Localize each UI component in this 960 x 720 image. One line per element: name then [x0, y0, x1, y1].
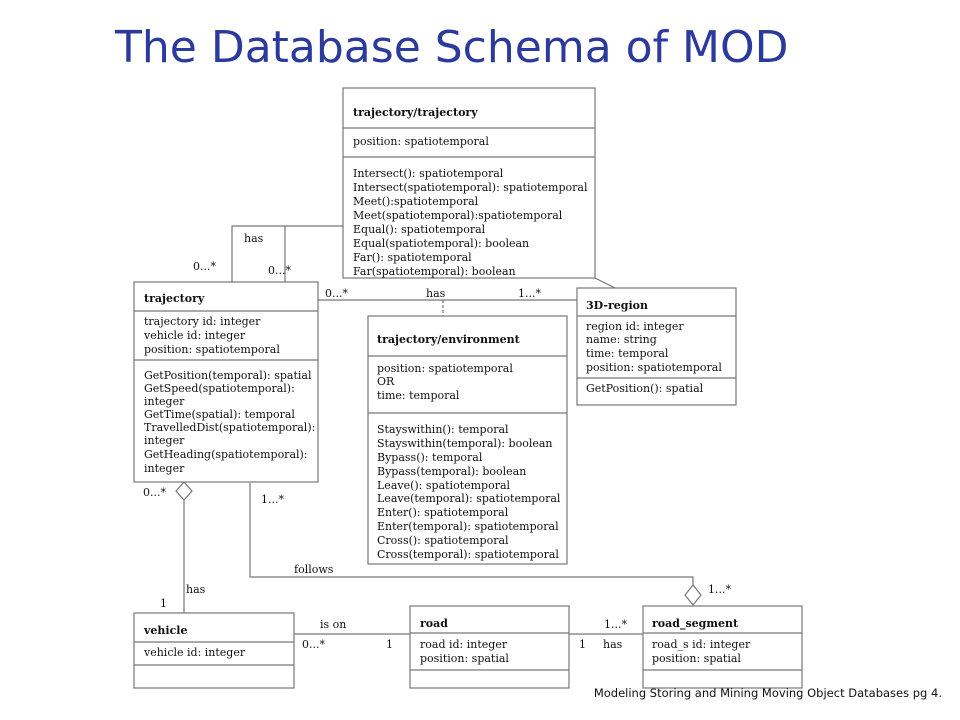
class-method: TravelledDist(spatiotemporal): — [144, 421, 315, 434]
class-method: Equal(spatiotemporal): boolean — [353, 237, 529, 250]
class-name: trajectory/environment — [377, 333, 521, 346]
class-trajectory-environment: trajectory/environment position: spatiot… — [367, 315, 568, 565]
class-attribute: OR — [377, 375, 395, 388]
class-attribute: position: spatiotemporal — [144, 343, 280, 356]
class-method: GetTime(spatial): temporal — [144, 408, 295, 421]
class-attribute: time: temporal — [586, 347, 669, 360]
assoc-label-follows: follows — [294, 563, 334, 576]
assoc-mult-segment-left: 1 — [579, 638, 586, 651]
class-method: integer — [144, 395, 185, 408]
slide-footer: Modeling Storing and Mining Moving Objec… — [593, 686, 942, 700]
assoc-mult-follows-start: 1...* — [261, 493, 284, 506]
class-attribute: road id: integer — [420, 638, 508, 651]
assoc-mult-tt-right: 0...* — [268, 264, 291, 277]
slide-title: The Database Schema of MOD — [115, 22, 789, 73]
class-method: Meet():spatiotemporal — [353, 195, 479, 208]
assoc-mult-vehicle-top: 0...* — [143, 486, 166, 499]
assoc-mult-is-on-left: 0...* — [302, 638, 325, 651]
class-method: Intersect(): spatiotemporal — [353, 167, 504, 180]
aggregation-diamond-vehicle — [175, 481, 193, 501]
class-attribute: position: spatial — [420, 652, 509, 665]
class-method: Cross(temporal): spatiotemporal — [377, 548, 559, 561]
class-method: GetSpeed(spatiotemporal): — [144, 382, 295, 395]
class-name: trajectory/trajectory — [353, 106, 478, 119]
class-method: Leave(): spatiotemporal — [377, 479, 511, 492]
class-name: road — [420, 617, 448, 630]
class-method: Cross(): spatiotemporal — [377, 534, 509, 547]
assoc-line-trajectory-self — [231, 225, 343, 282]
class-method: Stayswithin(temporal): boolean — [377, 437, 553, 450]
assoc-mult-tt-left: 0...* — [193, 260, 216, 273]
aggregation-diamond-segment — [684, 584, 702, 606]
class-method: Bypass(temporal): boolean — [377, 465, 526, 478]
class-method: integer — [144, 462, 185, 475]
class-name: vehicle — [143, 624, 187, 637]
class-method: Far(spatiotemporal): boolean — [353, 265, 516, 278]
class-method: Far(): spatiotemporal — [353, 251, 472, 264]
class-method: Enter(temporal): spatiotemporal — [377, 520, 559, 533]
class-method: Stayswithin(): temporal — [377, 423, 509, 436]
class-method: Bypass(): temporal — [377, 451, 483, 464]
class-method: integer — [144, 434, 185, 447]
class-attribute: vehicle id: integer — [143, 329, 246, 342]
class-name: road_segment — [652, 617, 739, 631]
class-attribute: position: spatiotemporal — [586, 361, 722, 374]
class-road-segment: road_segment road_s id: integer position… — [642, 605, 803, 689]
class-attribute: position: spatiotemporal — [353, 135, 489, 148]
assoc-line-follows — [249, 483, 694, 585]
assoc-label-segment-has: has — [603, 638, 623, 651]
class-method: GetHeading(spatiotemporal): — [144, 448, 308, 461]
class-attribute: trajectory id: integer — [144, 315, 261, 328]
assoc-mult-region-left: 0...* — [325, 287, 348, 300]
class-method: Enter(): spatiotemporal — [377, 506, 509, 519]
class-name: trajectory — [144, 292, 205, 305]
class-trajectory-trajectory: trajectory/trajectory position: spatiote… — [342, 87, 596, 279]
assoc-label-region-has: has — [426, 287, 446, 300]
assoc-label-tt-has: has — [244, 232, 264, 245]
class-road: road road id: integer position: spatial — [409, 605, 570, 689]
class-vehicle: vehicle vehicle id: integer — [133, 612, 295, 689]
assoc-mult-vehicle-bottom: 1 — [160, 597, 167, 610]
class-attribute: vehicle id: integer — [143, 646, 246, 659]
class-attribute: region id: integer — [586, 320, 684, 333]
class-attribute: time: temporal — [377, 389, 460, 402]
assoc-label-is-on: is on — [320, 618, 346, 631]
class-3d-region: 3D-region region id: integer name: strin… — [576, 287, 737, 406]
assoc-mult-region-right: 1...* — [518, 287, 541, 300]
class-attribute: road_s id: integer — [652, 638, 751, 651]
class-attribute: position: spatiotemporal — [377, 362, 513, 375]
class-method: Equal(): spatiotemporal — [353, 223, 486, 236]
class-method: Meet(spatiotemporal):spatiotemporal — [353, 209, 563, 222]
class-attribute: position: spatial — [652, 652, 741, 665]
assoc-mult-segment-right: 1...* — [604, 618, 627, 631]
class-method: Intersect(spatiotemporal): spatiotempora… — [353, 181, 588, 194]
assoc-mult-follows-end: 1...* — [708, 583, 731, 596]
assoc-line-tt-region — [594, 277, 616, 289]
assoc-label-vehicle-has: has — [186, 583, 206, 596]
class-method: GetPosition(temporal): spatial — [144, 369, 312, 382]
class-method: Leave(temporal): spatiotemporal — [377, 492, 561, 505]
assoc-mult-is-on-right: 1 — [386, 638, 393, 651]
class-method: GetPosition(): spatial — [586, 382, 704, 395]
class-name: 3D-region — [586, 299, 648, 312]
class-trajectory: trajectory trajectory id: integer vehicl… — [133, 281, 319, 483]
class-attribute: name: string — [586, 333, 657, 346]
